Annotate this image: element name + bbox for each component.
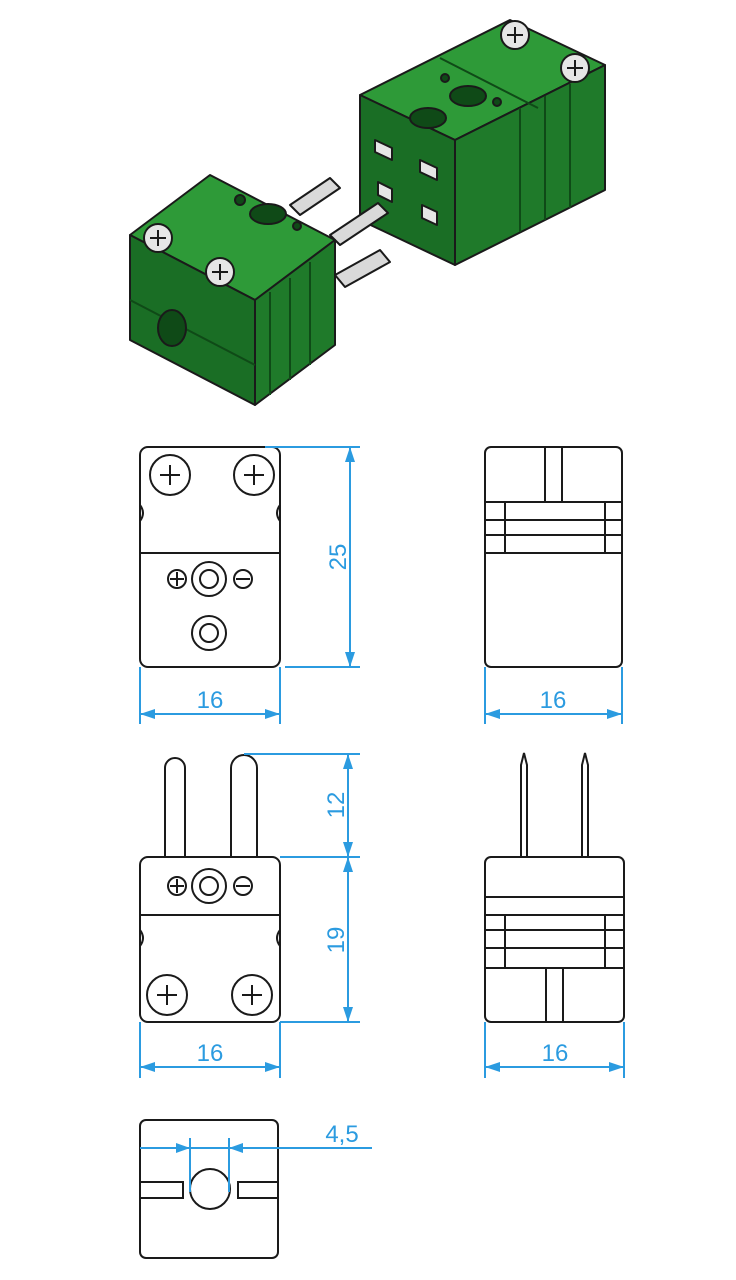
- dim-cable-hole: 4,5: [325, 1121, 358, 1148]
- dim-body-height: 19: [323, 927, 350, 954]
- screw-icon: [500, 20, 530, 50]
- male-pins-3d: [289, 177, 391, 288]
- female-side-view: [484, 446, 623, 668]
- rear-view: [139, 1119, 279, 1259]
- dim-side-width: 16: [540, 687, 567, 714]
- screw-icon: [146, 974, 188, 1016]
- dim-male-width: 16: [197, 1040, 224, 1067]
- dimension-labels: 25 16 16 12 19 16 16 4,5: [197, 544, 569, 1148]
- dim-pin-length: 12: [323, 792, 350, 819]
- male-connector-3d: [129, 174, 336, 406]
- screw-icon: [560, 53, 590, 83]
- screw-icon: [233, 454, 275, 496]
- screw-icon: [149, 454, 191, 496]
- male-side-view: [484, 752, 625, 1023]
- dim-front-width: 16: [197, 687, 224, 714]
- dim-front-height: 25: [325, 544, 352, 571]
- screw-icon: [231, 974, 273, 1016]
- female-front-view: [139, 446, 281, 668]
- connector-3d-render: [129, 19, 606, 406]
- screw-icon: [205, 257, 235, 287]
- dimension-lines: [139, 446, 625, 1192]
- dim-male-side-width: 16: [542, 1040, 569, 1067]
- female-connector-3d: [359, 19, 606, 266]
- male-front-view: [139, 754, 281, 1023]
- screw-icon: [143, 223, 173, 253]
